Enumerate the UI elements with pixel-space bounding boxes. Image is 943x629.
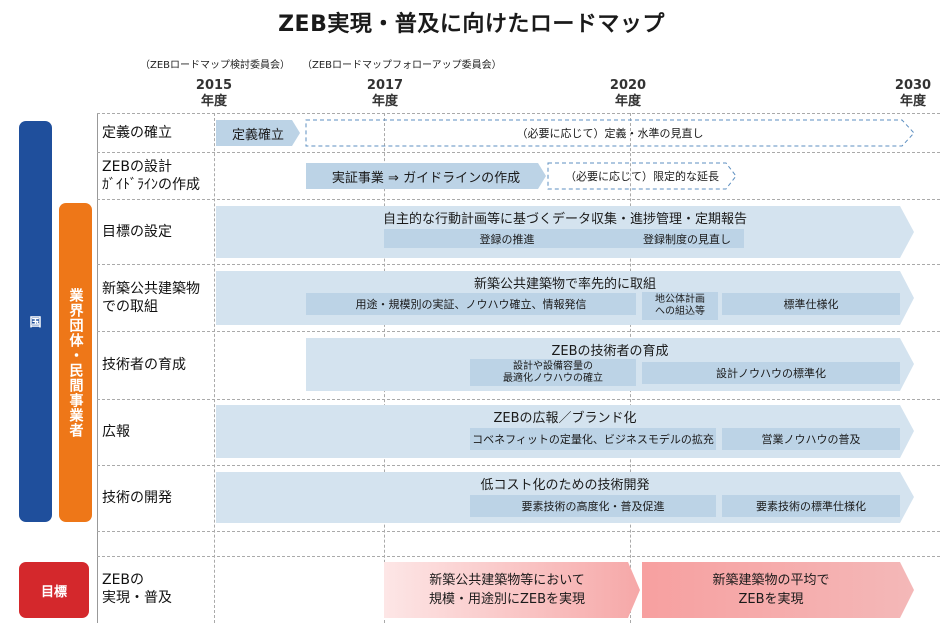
row-divider: [97, 556, 940, 557]
row-label-goal: ZEBの実現・普及: [102, 572, 172, 606]
bar-target-sub1: 登録の推進: [384, 229, 630, 248]
row-divider: [97, 264, 940, 265]
grid-line-2015: [214, 113, 215, 623]
page-title: ZEB実現・普及に向けたロードマップ: [278, 12, 665, 37]
row-divider: [97, 531, 940, 532]
row-label-guideline: ZEBの設計ｶﾞｲﾄﾞﾗｲﾝの作成: [102, 159, 200, 193]
arrow-goal-2: [642, 562, 914, 618]
arrow-definition: [216, 120, 300, 146]
side-label-government: 国: [19, 121, 52, 522]
bar-engineer-sub2: 設計ノウハウの標準化: [642, 362, 900, 384]
row-divider: [97, 152, 940, 153]
row-label-public-building: 新築公共建築物での取組: [102, 281, 200, 315]
row-label-pr: 広報: [102, 424, 130, 440]
bar-public-building-sub3: 標準仕様化: [722, 293, 900, 315]
side-label-goal: 目標: [19, 562, 89, 618]
bar-pr-main: ZEBの広報／ブランド化: [493, 410, 637, 426]
bar-public-building-main: 新築公共建築物で率先的に取組: [473, 276, 656, 292]
side-label-industry: 業界団体・民間事業者: [59, 203, 92, 522]
committee-note-right: （ZEBロードマップフォローアップ委員会）: [302, 60, 502, 71]
row-label-definition: 定義の確立: [102, 125, 172, 141]
row-divider: [97, 399, 940, 400]
bar-engineer-main: ZEBの技術者の育成: [551, 343, 669, 359]
row-divider: [97, 199, 940, 200]
row-label-tech-dev: 技術の開発: [102, 490, 172, 506]
bar-guideline-extension: （必要に応じて）限定的な延長: [565, 170, 719, 183]
row-divider: [97, 465, 940, 466]
bar-engineer-sub1: 設計や設備容量の最適化ノウハウの確立: [470, 359, 636, 386]
arrow-guideline-dashed: [547, 162, 737, 190]
bar-pr-sub2: 営業ノウハウの普及: [722, 428, 900, 450]
bar-goal-public: 新築公共建築物等において規模・用途別にZEBを実現: [428, 573, 586, 607]
bar-public-building-sub2: 地公体計画への組込等: [642, 292, 718, 320]
bar-definition-review: （必要に応じて）定義・水準の見直し: [516, 127, 704, 140]
bar-tech-dev-sub1: 要素技術の高度化・普及促進: [470, 495, 716, 517]
bar-public-building-sub1: 用途・規模別の実証、ノウハウ確立、情報発信: [306, 293, 636, 315]
row-label-engineer: 技術者の育成: [102, 357, 186, 373]
bar-tech-dev-sub2: 要素技術の標準仕様化: [722, 495, 900, 517]
grid-line-label-column: [97, 113, 98, 623]
bar-tech-dev-main: 低コスト化のための技術開発: [480, 477, 650, 493]
arrow-goal-1: [384, 562, 640, 618]
bar-definition: 定義確立: [231, 127, 284, 143]
bar-target-sub2: 登録制度の見直し: [630, 229, 744, 248]
committee-note-left: （ZEBロードマップ検討委員会）: [140, 60, 291, 71]
row-divider: [97, 331, 940, 332]
bar-pr-sub1: コベネフィットの定量化、ビジネスモデルの拡充: [470, 428, 716, 450]
arrow-guideline: [306, 163, 546, 189]
bar-target-main: 自主的な行動計画等に基づくデータ収集・進捗管理・定期報告: [382, 211, 747, 227]
bar-guideline: 実証事業 ⇒ ガイドラインの作成: [331, 170, 521, 186]
row-divider: [97, 113, 940, 114]
row-label-target: 目標の設定: [102, 224, 172, 240]
